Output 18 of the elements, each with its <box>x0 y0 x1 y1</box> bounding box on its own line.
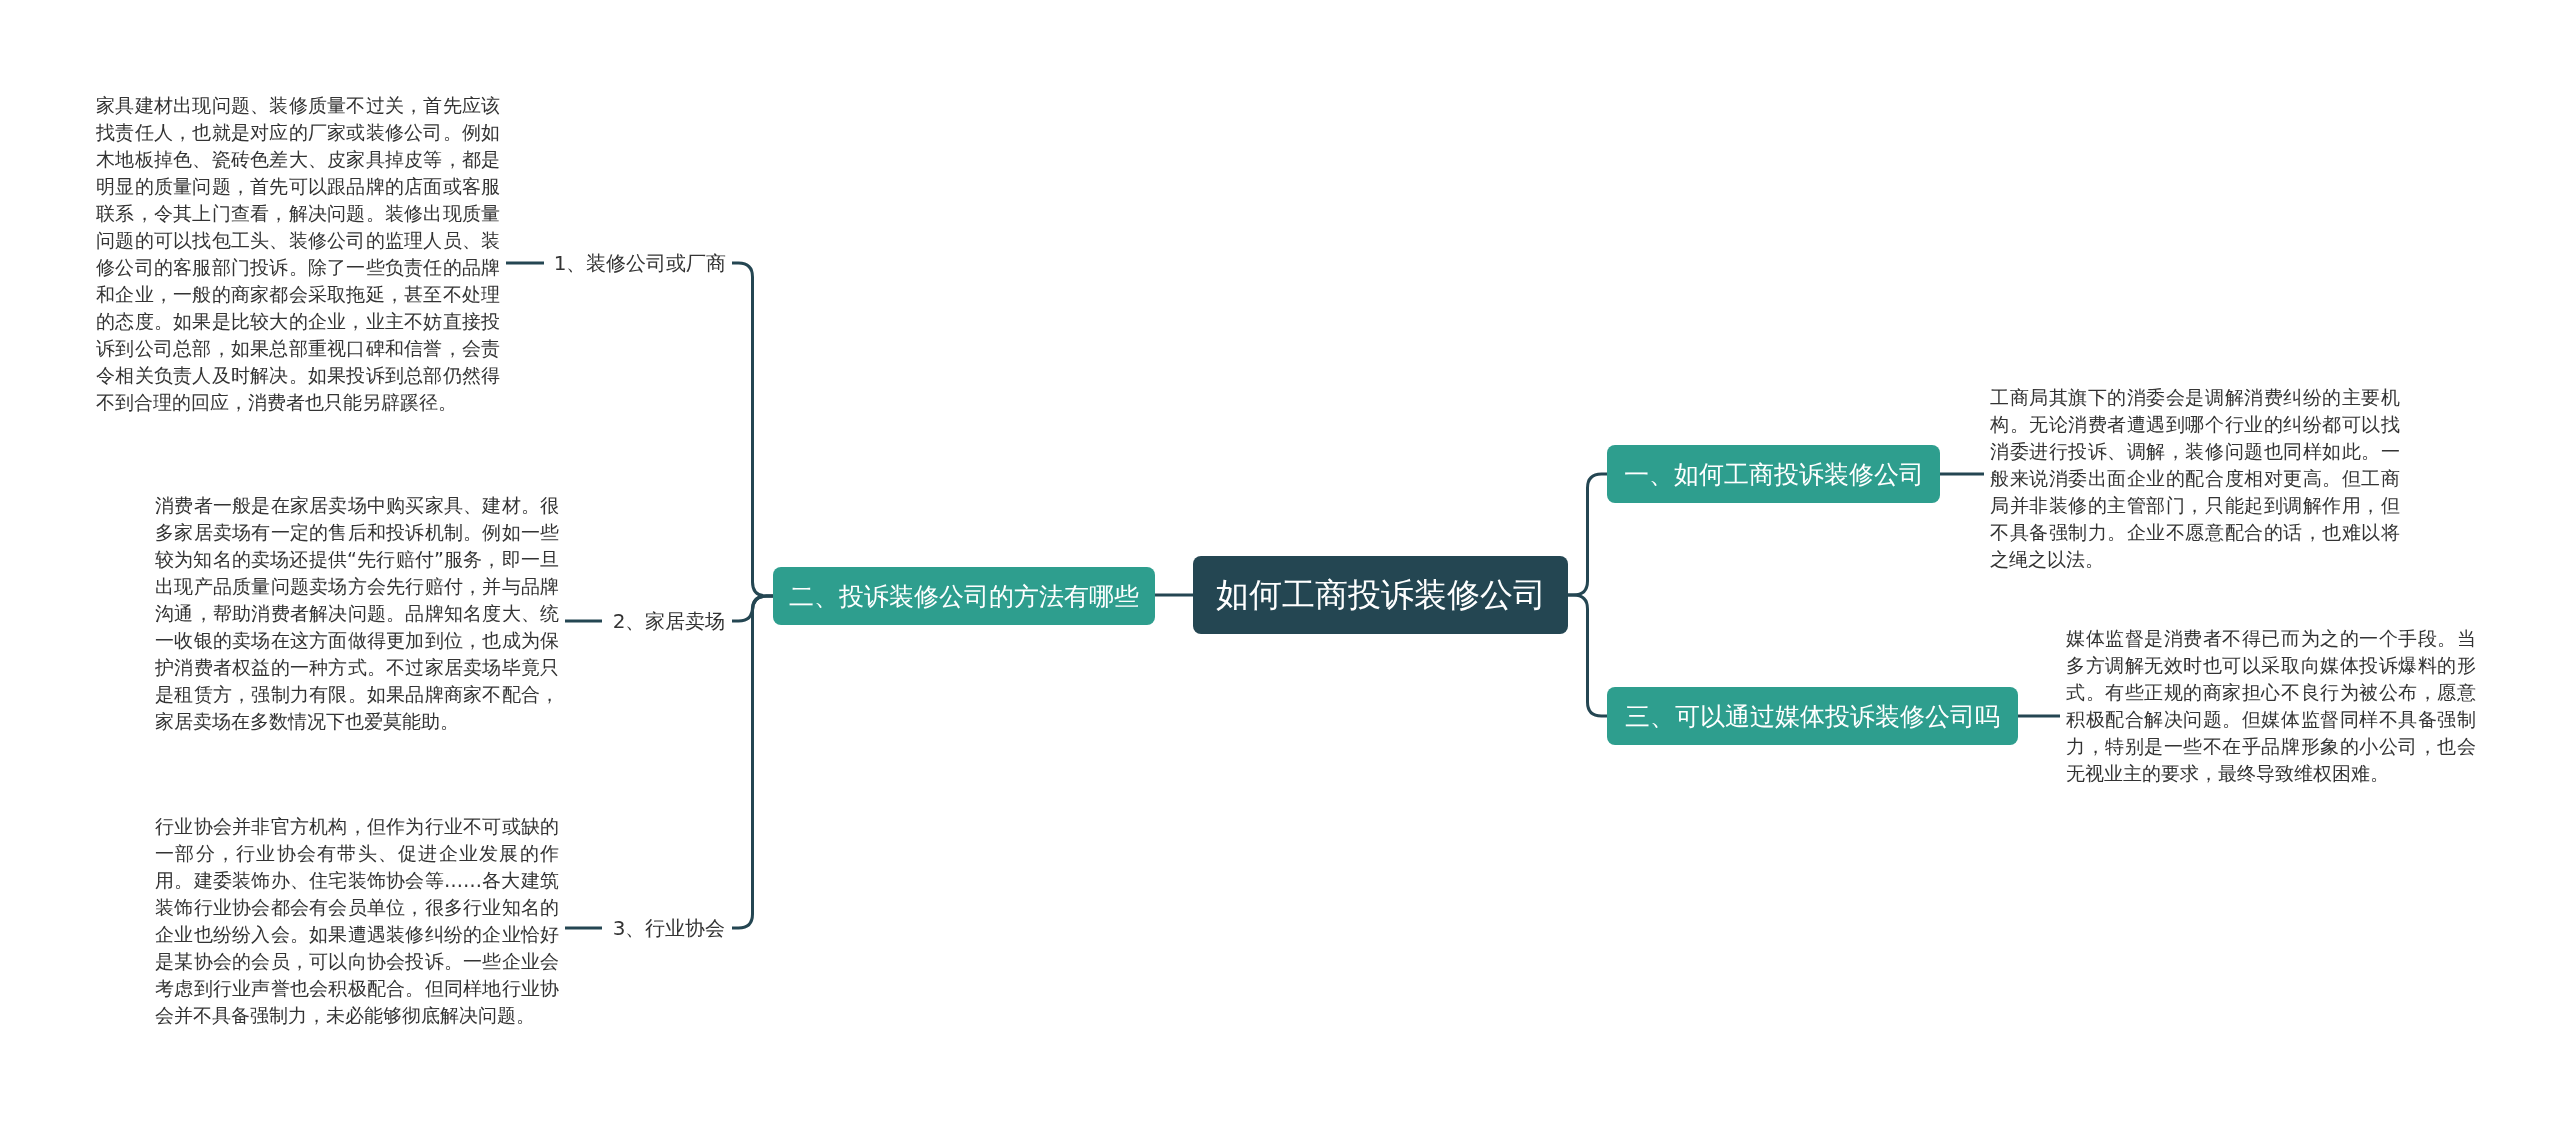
subtopic-label: 1、装修公司或厂商 <box>548 247 732 279</box>
detail-text: 消费者一般是在家居卖场中购买家具、建材。很多家居卖场有一定的售后和投诉机制。例如一些较为知名的卖场还提供“先行赔付”服务，即一旦出现产品质量问题卖场方会先行赔付，并与品牌沟通，帮助消费者解决问题。品牌知名度大、统一收银的卖场在这方面做得更加到位，也成为保护消费者权益的一种方式。不过家居卖场毕竟只是租赁方，强制力有限。如果品牌商家不配合，家居卖场在多数情况下也爱莫能助。 <box>155 492 559 735</box>
subtopic-label: 3、行业协会 <box>606 912 732 944</box>
connector-line <box>2018 714 2060 718</box>
central-topic-box: 如何工商投诉装修公司 <box>1193 556 1568 634</box>
connector-line <box>565 926 602 930</box>
detail-text: 媒体监督是消费者不得已而为之的一个手段。当多方调解无效时也可以采取向媒体投诉爆料的形式。有些正规的商家担心不良行为被公布，愿意积极配合解决问题。但媒体监督同样不具备强制力，特别是一些不在乎品牌形象的小公司，也会无视业主的要求，最终导致维权困难。 <box>2066 625 2476 787</box>
connector-line <box>1940 472 1984 476</box>
connector-line <box>565 619 602 623</box>
topic-box: 三、可以通过媒体投诉装修公司吗 <box>1607 687 2018 745</box>
detail-text: 工商局其旗下的消委会是调解消费纠纷的主要机构。无论消费者遭遇到哪个行业的纠纷都可以找消委进行投诉、调解，装修问题也同样如此。一般来说消委出面企业的配合度相对更高。但工商局并非装修的主管部门，只能起到调解作用，但不具备强制力。企业不愿意配合的话，也难以将之绳之以法。 <box>1990 384 2400 573</box>
topic-box: 一、如何工商投诉装修公司 <box>1607 445 1940 503</box>
detail-text: 行业协会并非官方机构，但作为行业不可或缺的一部分，行业协会有带头、促进企业发展的作用。建委装饰办、住宅装饰协会等……各大建筑装饰行业协会都会有会员单位，很多行业知名的企业也纷纷入会。如果遭遇装修纠纷的企业恰好是某协会的会员，可以向协会投诉。一些企业会考虑到行业声誉也会积极配合。但同样地行业协会并不具备强制力，未必能够彻底解决问题。 <box>155 813 559 1029</box>
subtopic-label: 2、家居卖场 <box>606 605 732 637</box>
detail-text: 家具建材出现问题、装修质量不过关，首先应该找责任人，也就是对应的厂家或装修公司。例如木地板掉色、瓷砖色差大、皮家具掉皮等，都是明显的质量问题，首先可以跟品牌的店面或客服联系，令其上门查看，解决问题。装修出现质量问题的可以找包工头、装修公司的监理人员、装修公司的客服部门投诉。除了一些负责任的品牌和企业，一般的商家都会采取拖延，甚至不处理的态度。如果是比较大的企业，业主不妨直接投诉到公司总部，如果总部重视口碑和信誉，会责令相关负责人及时解决。如果投诉到总部仍然得不到合理的回应，消费者也只能另辟蹊径。 <box>96 92 500 416</box>
connector-line <box>506 261 544 265</box>
topic-box: 二、投诉装修公司的方法有哪些 <box>773 567 1155 625</box>
connector-line <box>1155 593 1193 597</box>
